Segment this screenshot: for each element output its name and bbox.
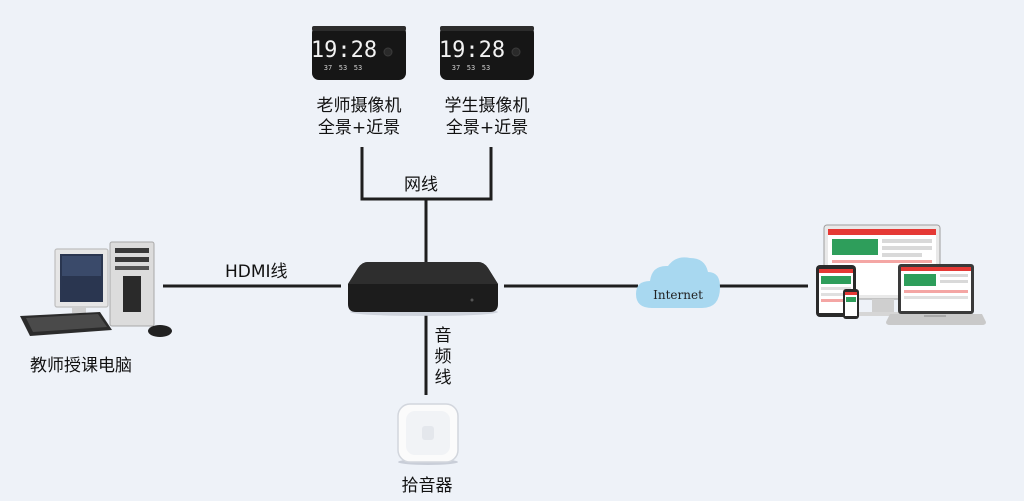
pc-mouse <box>148 325 172 337</box>
student-camera-clock-sub2: 53 <box>467 64 475 72</box>
student-camera-device: 19:28 37 53 53 <box>439 26 534 80</box>
student-camera-label-line2: 全景+近景 <box>445 118 529 138</box>
teacher-camera-label: 老师摄像机 全景+近景 <box>304 95 414 139</box>
audio-cable-char-3: 线 <box>434 368 452 388</box>
teacher-camera-clock-sub3: 53 <box>354 64 362 72</box>
teacher-camera-clock-sub2: 53 <box>339 64 347 72</box>
internet-label: Internet <box>653 288 703 302</box>
teacher-camera-label-line1: 老师摄像机 <box>316 96 402 116</box>
microphone-device <box>397 403 459 465</box>
audio-cable-label: 音 频 线 <box>433 326 453 389</box>
network-cable-label: 网线 <box>404 175 438 195</box>
teacher-camera-clock-time: 19:28 <box>311 38 377 63</box>
hdmi-cable-label: HDMI线 <box>225 262 288 282</box>
teacher-camera-lens-icon <box>383 47 393 57</box>
student-camera-label: 学生摄像机 全景+近景 <box>432 95 542 139</box>
student-camera-clock-time: 19:28 <box>439 38 505 63</box>
student-camera-clock-sub1: 37 <box>452 64 460 72</box>
microphone-label: 拾音器 <box>401 476 453 496</box>
teacher-camera-device: 19:28 37 53 53 <box>311 26 406 80</box>
student-camera-label-line1: 学生摄像机 <box>444 96 530 116</box>
teacher-camera-clock-sub1: 37 <box>324 64 332 72</box>
client-devices <box>816 224 986 325</box>
teacher-pc <box>20 241 172 337</box>
teacher-pc-label: 教师授课电脑 <box>30 356 132 376</box>
audio-cable-char-1: 音 <box>434 326 452 346</box>
student-camera-clock-sub3: 53 <box>482 64 490 72</box>
central-host-box <box>348 262 498 316</box>
student-camera-lens-icon <box>511 47 521 57</box>
teacher-camera-label-line2: 全景+近景 <box>317 118 401 138</box>
connection-lines <box>163 147 808 395</box>
internet-cloud: Internet <box>636 257 720 308</box>
power-led-icon <box>470 298 474 302</box>
audio-cable-char-2: 频 <box>434 347 452 367</box>
